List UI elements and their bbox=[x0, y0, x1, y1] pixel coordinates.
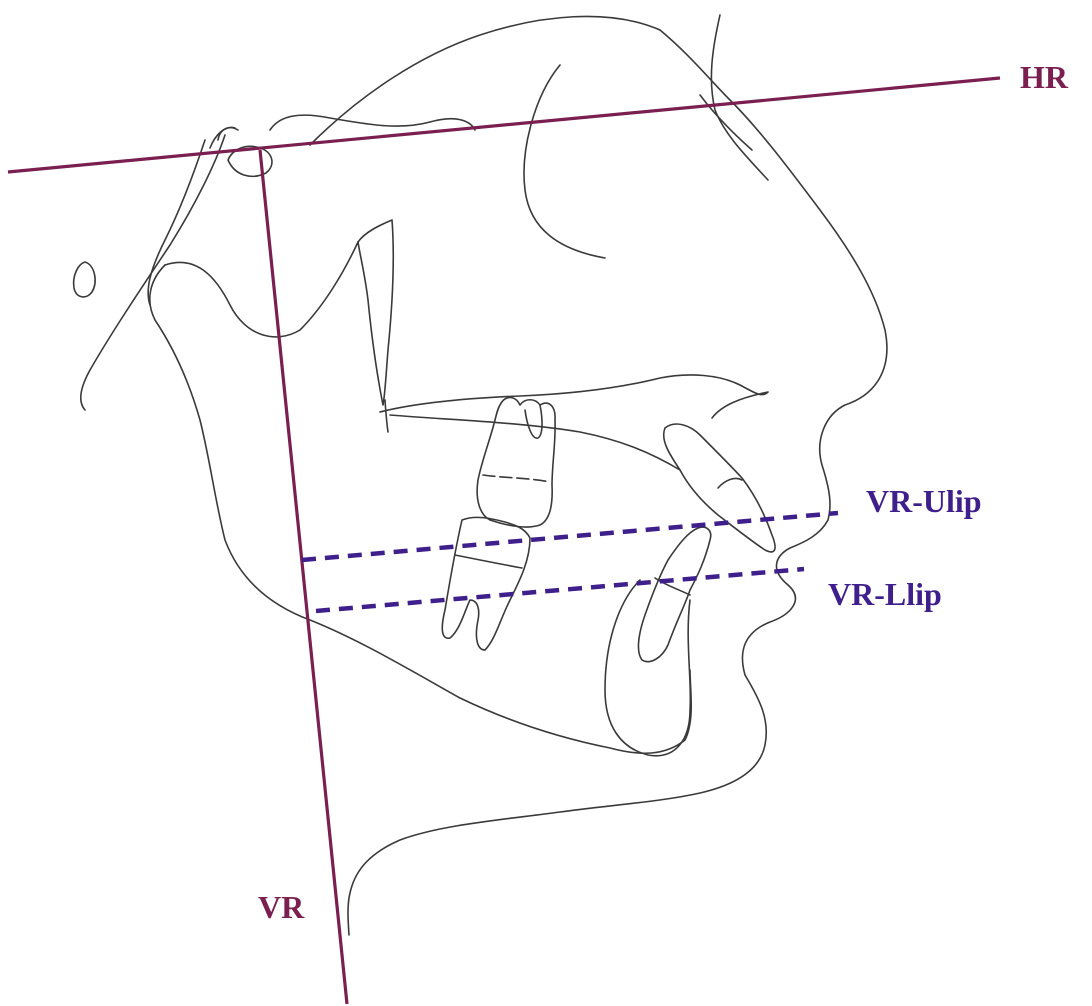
nasal-bone bbox=[711, 15, 768, 180]
hr-label: HR bbox=[1020, 59, 1069, 95]
orbit-outline bbox=[524, 65, 605, 258]
ear-outline bbox=[74, 262, 95, 297]
palatal-plane-outline bbox=[380, 375, 768, 418]
soft-tissue-profile bbox=[310, 16, 887, 935]
upper-molar-root-line bbox=[525, 405, 542, 438]
pterygoid-plate bbox=[385, 400, 388, 432]
vr-ulip-line bbox=[302, 513, 838, 560]
upper-incisor-cej bbox=[718, 478, 742, 488]
lower-incisor bbox=[638, 527, 710, 661]
upper-molar bbox=[477, 398, 555, 528]
clivus bbox=[81, 135, 225, 410]
oral-surface bbox=[390, 415, 680, 470]
upper-molar-cej bbox=[483, 475, 550, 482]
vr-label: VR bbox=[258, 889, 305, 925]
vr-llip-line bbox=[316, 569, 804, 611]
clivus-posterior bbox=[218, 128, 238, 140]
vr-ulip-label: VR-Ulip bbox=[866, 483, 982, 519]
vr-llip-label: VR-Llip bbox=[828, 576, 942, 612]
ramus-inner bbox=[165, 242, 358, 337]
anterior-cranial-base bbox=[270, 115, 475, 130]
condyle bbox=[210, 127, 235, 148]
mandible-outline bbox=[150, 265, 691, 753]
lower-molar bbox=[442, 517, 530, 650]
coronoid bbox=[148, 140, 205, 305]
pterygomaxillary-fissure bbox=[358, 220, 393, 405]
vertical-reference-line bbox=[260, 150, 347, 1004]
horizontal-reference-line bbox=[8, 78, 1000, 172]
lower-molar-cej bbox=[455, 555, 522, 568]
upper-incisor bbox=[664, 424, 775, 552]
